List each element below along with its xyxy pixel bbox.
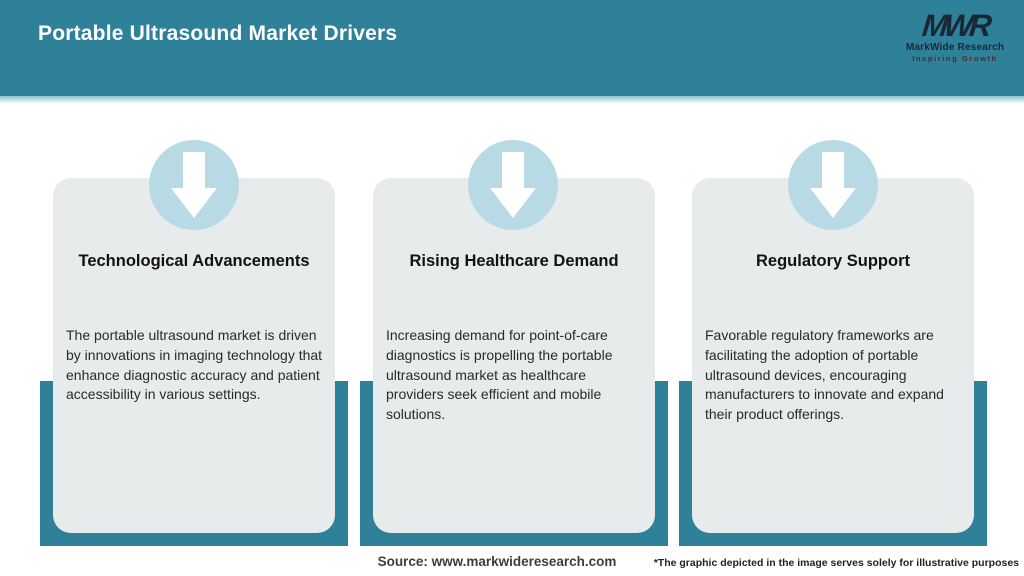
card-description: Increasing demand for point-of-care diag… <box>386 327 613 423</box>
card-description: The portable ultrasound market is driven… <box>66 327 323 403</box>
card-description: Favorable regulatory frameworks are faci… <box>705 327 944 423</box>
page-title: Portable Ultrasound Market Drivers <box>38 22 398 45</box>
mwr-logo-mark: MWR <box>920 8 990 43</box>
down-arrow-glyph <box>490 152 536 218</box>
card-title: Regulatory Support <box>755 252 910 270</box>
markwide-research-logo: MWR MarkWide Research Inspiring Growth <box>900 8 1010 63</box>
card-title: Rising Healthcare Demand <box>409 252 619 270</box>
down-arrow-icon <box>149 140 239 230</box>
card-title: Technological Advancements <box>78 252 310 270</box>
down-arrow-glyph <box>810 152 856 218</box>
source-text: Source: www.markwideresearch.com <box>377 554 617 569</box>
driver-card-rising-healthcare-demand: Rising Healthcare Demand Increasing dema… <box>373 178 655 533</box>
down-arrow-icon <box>468 140 558 230</box>
logo-company-name: MarkWide Research <box>905 42 1005 53</box>
driver-card-technological-advancements: Technological Advancements The portable … <box>53 178 335 533</box>
header-banner: Portable Ultrasound Market Drivers MWR M… <box>0 0 1024 96</box>
logo-tagline: Inspiring Growth <box>912 54 998 63</box>
disclaimer-text: *The graphic depicted in the image serve… <box>653 557 1019 569</box>
header-bottom-fade <box>0 96 1024 104</box>
down-arrow-glyph <box>171 152 217 218</box>
down-arrow-icon <box>788 140 878 230</box>
driver-card-regulatory-support: Regulatory Support Favorable regulatory … <box>692 178 974 533</box>
